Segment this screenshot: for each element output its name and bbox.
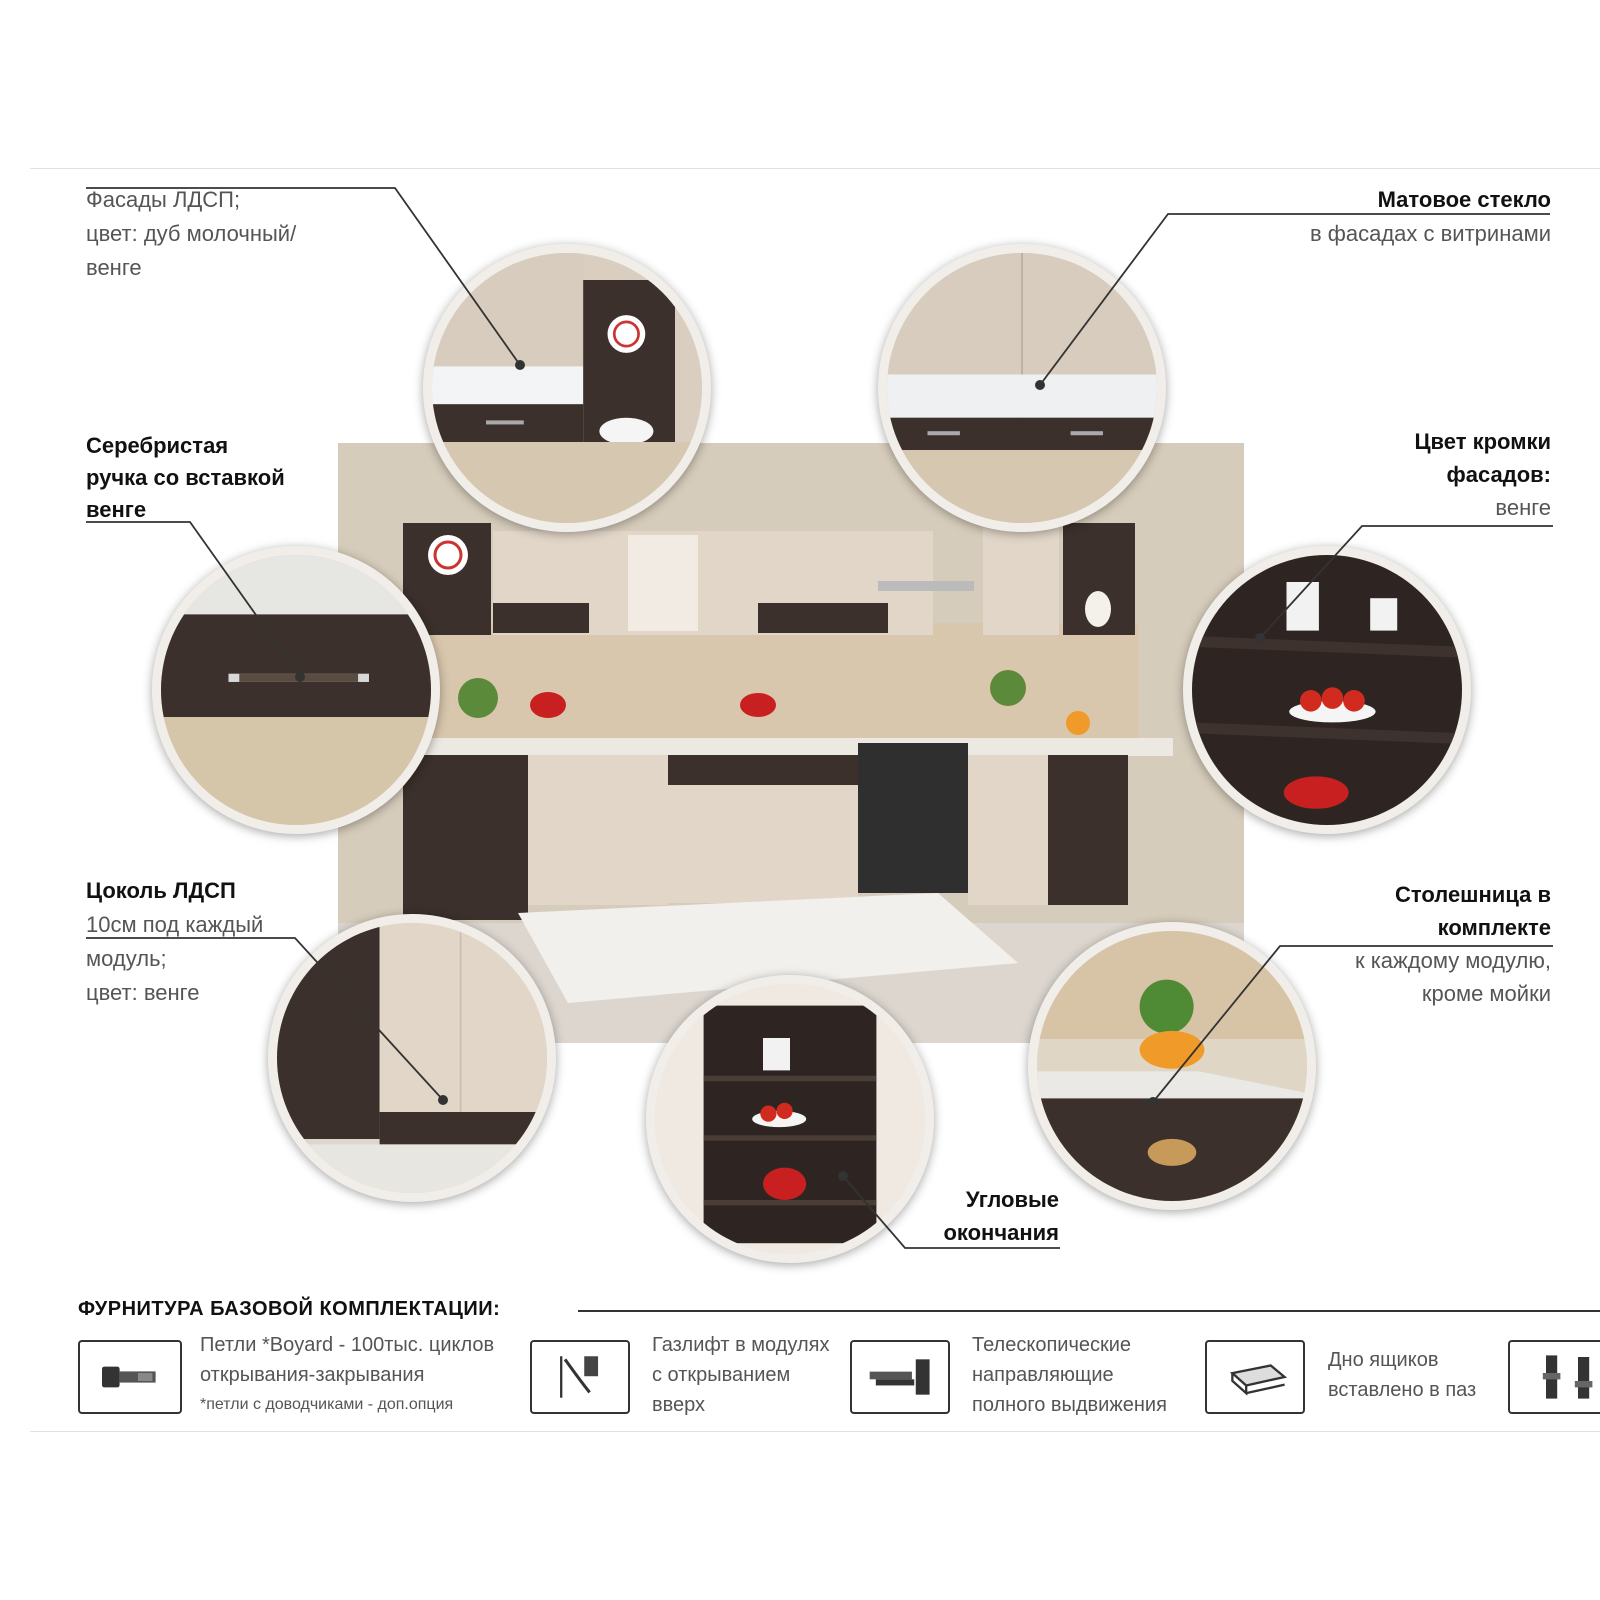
- hardware-item-gas-lift: Газлифт в модулях с открыванием вверх: [652, 1330, 829, 1420]
- zoom-circle-edge-color: [1183, 546, 1471, 834]
- plinth-line-2: модуль;: [86, 946, 167, 971]
- facades-line-3: венге: [86, 255, 142, 280]
- handle-line-1: Серебристая: [86, 433, 229, 458]
- annotation-countertop: Столешница в комплекте к каждому модулю,…: [1355, 878, 1551, 1010]
- gas-lift-line-2: с открыванием: [652, 1364, 791, 1386]
- hardware-divider: [578, 1310, 1600, 1312]
- plinth-line-1: 10см под каждый: [86, 912, 264, 937]
- countertop-line-2: комплекте: [1437, 915, 1551, 940]
- facades-line-1: Фасады ЛДСП;: [86, 187, 241, 212]
- countertop-desc-1: к каждому модулю,: [1354, 948, 1551, 973]
- matte-glass-title: Матовое стекло: [1377, 187, 1551, 212]
- edge-color-line-2: фасадов:: [1446, 462, 1551, 487]
- drawer-bottom-icon: [1205, 1340, 1305, 1414]
- adjustable-legs-icon: [1508, 1340, 1600, 1414]
- annotation-edge-color: Цвет кромки фасадов: венге: [1414, 425, 1551, 524]
- edge-color-desc: венге: [1495, 495, 1551, 520]
- annotation-plinth: Цоколь ЛДСП 10см под каждый модуль; цвет…: [86, 874, 263, 1010]
- annotation-corner: Угловые окончания: [943, 1183, 1059, 1249]
- corner-line-1: Угловые: [965, 1187, 1059, 1212]
- gas-lift-line-1: Газлифт в модулях: [652, 1334, 830, 1356]
- drawer-bottom-line-2: вставлено в паз: [1328, 1379, 1477, 1401]
- telescopic-line-1: Телескопические: [972, 1334, 1132, 1356]
- telescopic-slide-icon: [850, 1340, 950, 1414]
- telescopic-line-2: направляющие: [972, 1364, 1114, 1386]
- handle-line-2: ручка со вставкой: [86, 465, 285, 490]
- hinges-note: *петли с доводчиками - доп.опция: [200, 1396, 454, 1413]
- telescopic-line-3: полного выдвижения: [972, 1394, 1167, 1416]
- hardware-item-hinges: Петли *Boyard - 100тыс. циклов открывани…: [200, 1330, 494, 1420]
- plinth-line-3: цвет: венге: [86, 980, 200, 1005]
- countertop-desc-2: кроме мойки: [1421, 981, 1551, 1006]
- hardware-item-telescopic: Телескопические направляющие полного выд…: [972, 1330, 1167, 1420]
- hardware-title: ФУРНИТУРА БАЗОВОЙ КОМПЛЕКТАЦИИ:: [78, 1298, 501, 1320]
- gas-lift-icon: [530, 1340, 630, 1414]
- matte-glass-desc: в фасадах с витринами: [1309, 221, 1551, 246]
- handle-line-3: венге: [86, 497, 147, 522]
- zoom-circle-corner: [646, 975, 934, 1263]
- kitchen-scene-image: [338, 443, 1244, 1043]
- drawer-bottom-line-1: Дно ящиков: [1328, 1349, 1439, 1371]
- corner-line-2: окончания: [943, 1220, 1059, 1245]
- gas-lift-line-3: вверх: [652, 1394, 706, 1416]
- edge-color-line-1: Цвет кромки: [1414, 429, 1551, 454]
- annotation-matte-glass: Матовое стекло в фасадах с витринами: [1310, 183, 1551, 251]
- annotation-handle: Серебристая ручка со вставкой венге: [86, 430, 285, 526]
- facades-line-2: цвет: дуб молочный/: [86, 221, 297, 246]
- hinge-icon: [78, 1340, 182, 1414]
- zoom-circle-countertop: [1028, 922, 1316, 1210]
- hinges-line-2: открывания-закрывания: [200, 1364, 425, 1386]
- content-frame: [30, 168, 1600, 1432]
- countertop-line-1: Столешница в: [1395, 882, 1551, 907]
- annotation-facades: Фасады ЛДСП; цвет: дуб молочный/ венге: [86, 183, 296, 285]
- hardware-item-drawer-bottom: Дно ящиков вставлено в паз: [1328, 1345, 1476, 1405]
- plinth-title: Цоколь ЛДСП: [86, 878, 236, 903]
- hinges-line-1: Петли *Boyard - 100тыс. циклов: [200, 1334, 495, 1356]
